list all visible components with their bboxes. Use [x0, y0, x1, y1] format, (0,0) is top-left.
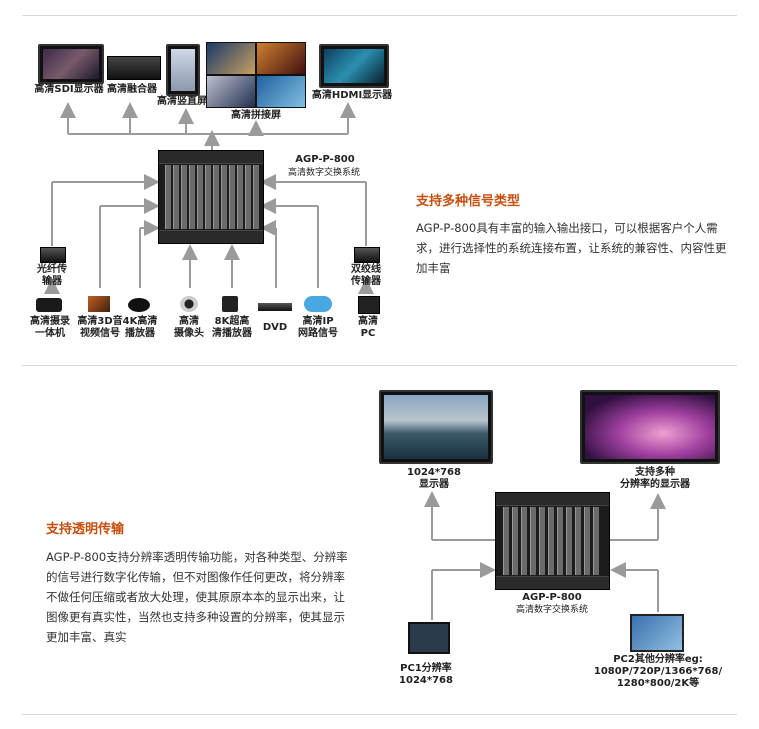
pc1-icon [408, 622, 450, 654]
feature1-text: AGP-P-800具有丰富的输入输出接口，可以根据客户个人需求，进行选择性的系统… [416, 221, 727, 275]
feature1-title: 支持多种信号类型 [416, 194, 521, 209]
feature2-text: AGP-P-800支持分辨率透明传输功能，对各种类型、分辨率的信号进行数字化传输… [46, 550, 348, 644]
player4k-icon [128, 298, 150, 312]
matrix-switcher [158, 150, 264, 244]
player8k-icon [222, 296, 238, 312]
vertical-screen [166, 44, 200, 96]
display-right-label: 支持多种 分辨率的显示器 [620, 467, 690, 490]
sdi-monitor [38, 44, 104, 84]
divider-middle [22, 365, 737, 366]
pc1-label: PC1分辨率 1024*768 [399, 663, 453, 686]
splice-label: 高清拼接屏 [231, 110, 281, 121]
fusion-label: 高清融合器 [107, 84, 157, 95]
device2-model: AGP-P-800 [522, 592, 582, 603]
feature2-title: 支持透明传输 [46, 522, 125, 537]
divider-bottom [22, 714, 737, 715]
display-left-label: 1024*768 显示器 [407, 467, 461, 490]
device2-name: 高清数字交换系统 [515, 605, 588, 615]
player4k-label: 4K高清 播放器 [122, 316, 158, 339]
sdi-display-label: 高清SDI显示器 [34, 84, 104, 95]
display-left-1024 [379, 390, 493, 464]
pc2-label: PC2其他分辨率eg: 1080P/720P/1366*768/ 1280*80… [593, 654, 723, 689]
hdmi-display-label: 高清HDMI显示器 [311, 90, 393, 101]
pc2-icon [630, 614, 684, 652]
display-right-multi [580, 390, 720, 464]
player8k-label: 8K超高 清播放器 [212, 316, 252, 339]
video3d-label: 高清3D音 视频信号 [77, 316, 123, 339]
vertical-screen-label: 高清竖直屏 [157, 96, 207, 107]
video3d-icon [88, 296, 110, 312]
dvd-icon [258, 303, 292, 311]
device-name: 高清数字交换系统 [287, 168, 360, 178]
camcorder-label: 高清摄录 一体机 [30, 316, 70, 339]
fusion-device [107, 56, 161, 80]
ip-label: 高清IP 网路信号 [298, 316, 338, 339]
dvd-label: DVD [262, 322, 288, 333]
splice-wall [206, 42, 306, 108]
device-model: AGP-P-800 [295, 154, 355, 165]
camera-label: 高清 摄像头 [174, 316, 204, 339]
twisted-transmitter-label: 双绞线 传输器 [351, 264, 381, 287]
camcorder-icon [36, 298, 62, 312]
pc-icon [358, 296, 380, 314]
fiber-transmitter [40, 247, 66, 263]
fiber-transmitter-label: 光纤传 输器 [37, 264, 67, 287]
pc-label: 高清 PC [358, 316, 378, 339]
hdmi-monitor [319, 44, 389, 88]
divider-top [22, 15, 737, 16]
twisted-transmitter [354, 247, 380, 263]
cloud-icon [304, 296, 332, 312]
camera-icon [180, 296, 198, 312]
matrix-switcher-2 [495, 492, 610, 590]
